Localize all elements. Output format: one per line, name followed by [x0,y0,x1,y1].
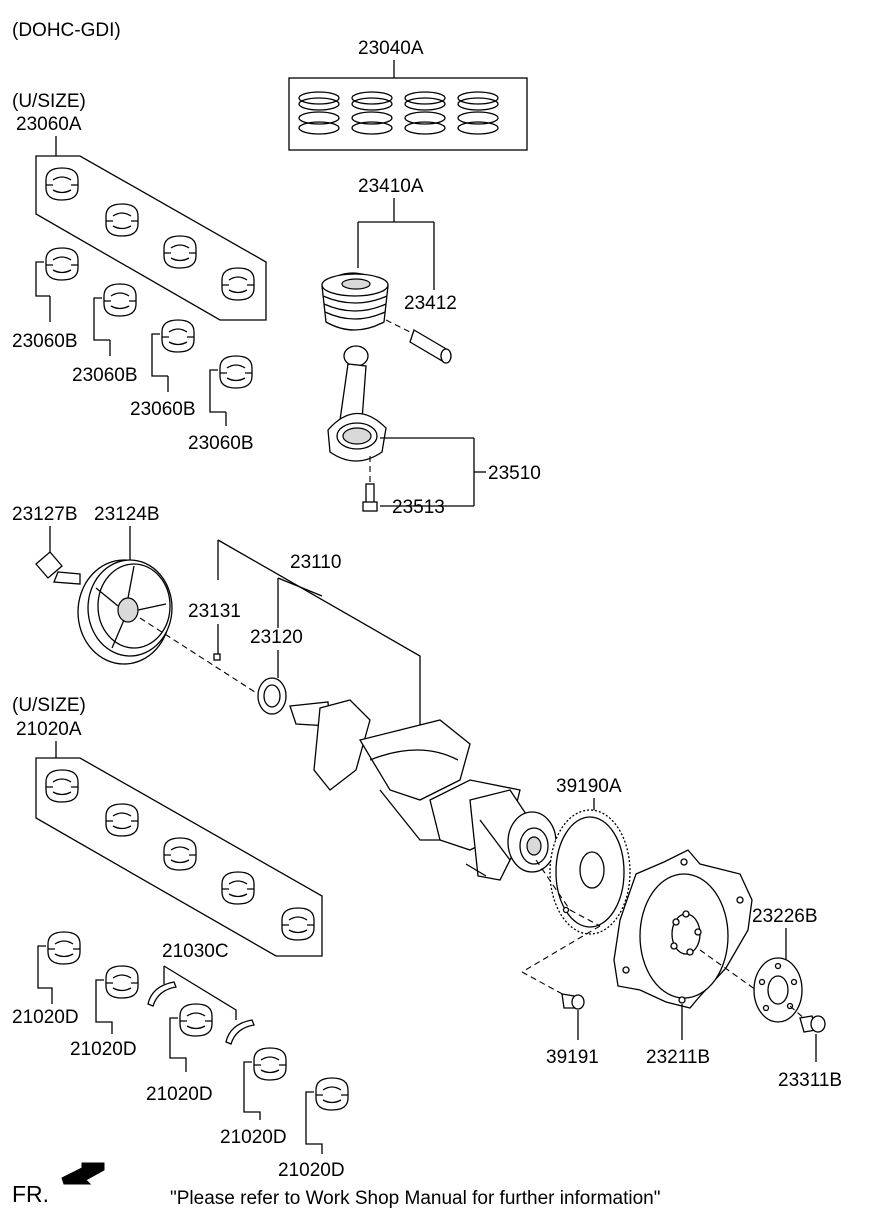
part-label-23127B[interactable]: 23127B [12,504,78,525]
part-label-23120[interactable]: 23120 [250,627,303,648]
part-label-23211B[interactable]: 23211B [646,1047,710,1068]
part-label-21020D-2[interactable]: 21020D [70,1039,137,1060]
part-label-23513[interactable]: 23513 [392,497,445,518]
drive-plate [549,809,631,935]
rod-bolt [362,483,378,512]
adapter-plate [753,957,803,1023]
part-label-21030C[interactable]: 21030C [162,941,229,962]
front-direction-arrow-icon [61,1162,105,1185]
crankshaft [289,699,557,881]
part-label-21020D-1[interactable]: 21020D [12,1007,79,1028]
part-label-23124B[interactable]: 23124B [94,504,160,525]
bearing-23060B-2 [93,283,137,356]
undersize-label-top: (U/SIZE) [12,91,86,112]
upper-bearing-set-box [35,155,267,321]
part-label-23060B-2[interactable]: 23060B [72,365,138,386]
part-label-21020D-5[interactable]: 21020D [278,1160,345,1181]
part-label-23040A[interactable]: 23040A [358,38,424,59]
undersize-label-bottom: (U/SIZE) [12,695,86,716]
flexplate-bolt [799,1015,826,1033]
part-label-23412[interactable]: 23412 [404,293,457,314]
drive-plate-bolt [561,993,585,1010]
part-label-21020D-3[interactable]: 21020D [146,1084,213,1105]
part-label-23060B-3[interactable]: 23060B [130,399,196,420]
bearing-21020D-1 [37,931,81,1004]
part-label-23060A[interactable]: 23060A [16,114,82,135]
bearing-23060B-4 [209,355,253,426]
lower-bearing-set-box [35,757,323,957]
piston [321,272,389,331]
lower-bearing-shells [45,769,315,941]
bearing-21020D-3 [169,1003,213,1072]
bearing-21020D-4 [243,1047,287,1120]
part-label-23060B-4[interactable]: 23060B [188,433,254,454]
part-label-21020A[interactable]: 21020A [16,719,82,740]
part-label-39191[interactable]: 39191 [546,1047,599,1068]
bearing-21020D-5 [305,1077,349,1154]
flexplate [613,849,753,1009]
front-direction-label: FR. [12,1181,49,1207]
piston-ring-set [298,91,499,135]
crankshaft-sprocket [257,677,287,715]
part-label-23410A[interactable]: 23410A [358,176,424,197]
part-label-23226B[interactable]: 23226B [752,906,818,927]
bearing-23060B-1 [35,247,79,322]
crankshaft-pulley [77,559,173,665]
part-label-23311B[interactable]: 23311B [778,1070,842,1091]
piston-pin [409,329,452,364]
part-label-23060B-1[interactable]: 23060B [12,331,78,352]
connecting-rod [327,345,387,462]
part-label-23131[interactable]: 23131 [188,601,241,622]
engine-type-label: (DOHC-GDI) [12,20,121,41]
pulley-bolt [35,551,81,585]
crankshaft-key [213,653,221,661]
part-label-23510[interactable]: 23510 [488,463,541,484]
bearing-21020D-2 [95,965,139,1034]
part-label-39190A[interactable]: 39190A [556,776,622,797]
part-label-23110[interactable]: 23110 [290,552,341,573]
workshop-manual-note: "Please refer to Work Shop Manual for fu… [170,1188,660,1209]
part-label-21020D-4[interactable]: 21020D [220,1127,287,1148]
bearing-23060B-3 [151,319,195,392]
piston-ring-set-box [288,77,528,151]
